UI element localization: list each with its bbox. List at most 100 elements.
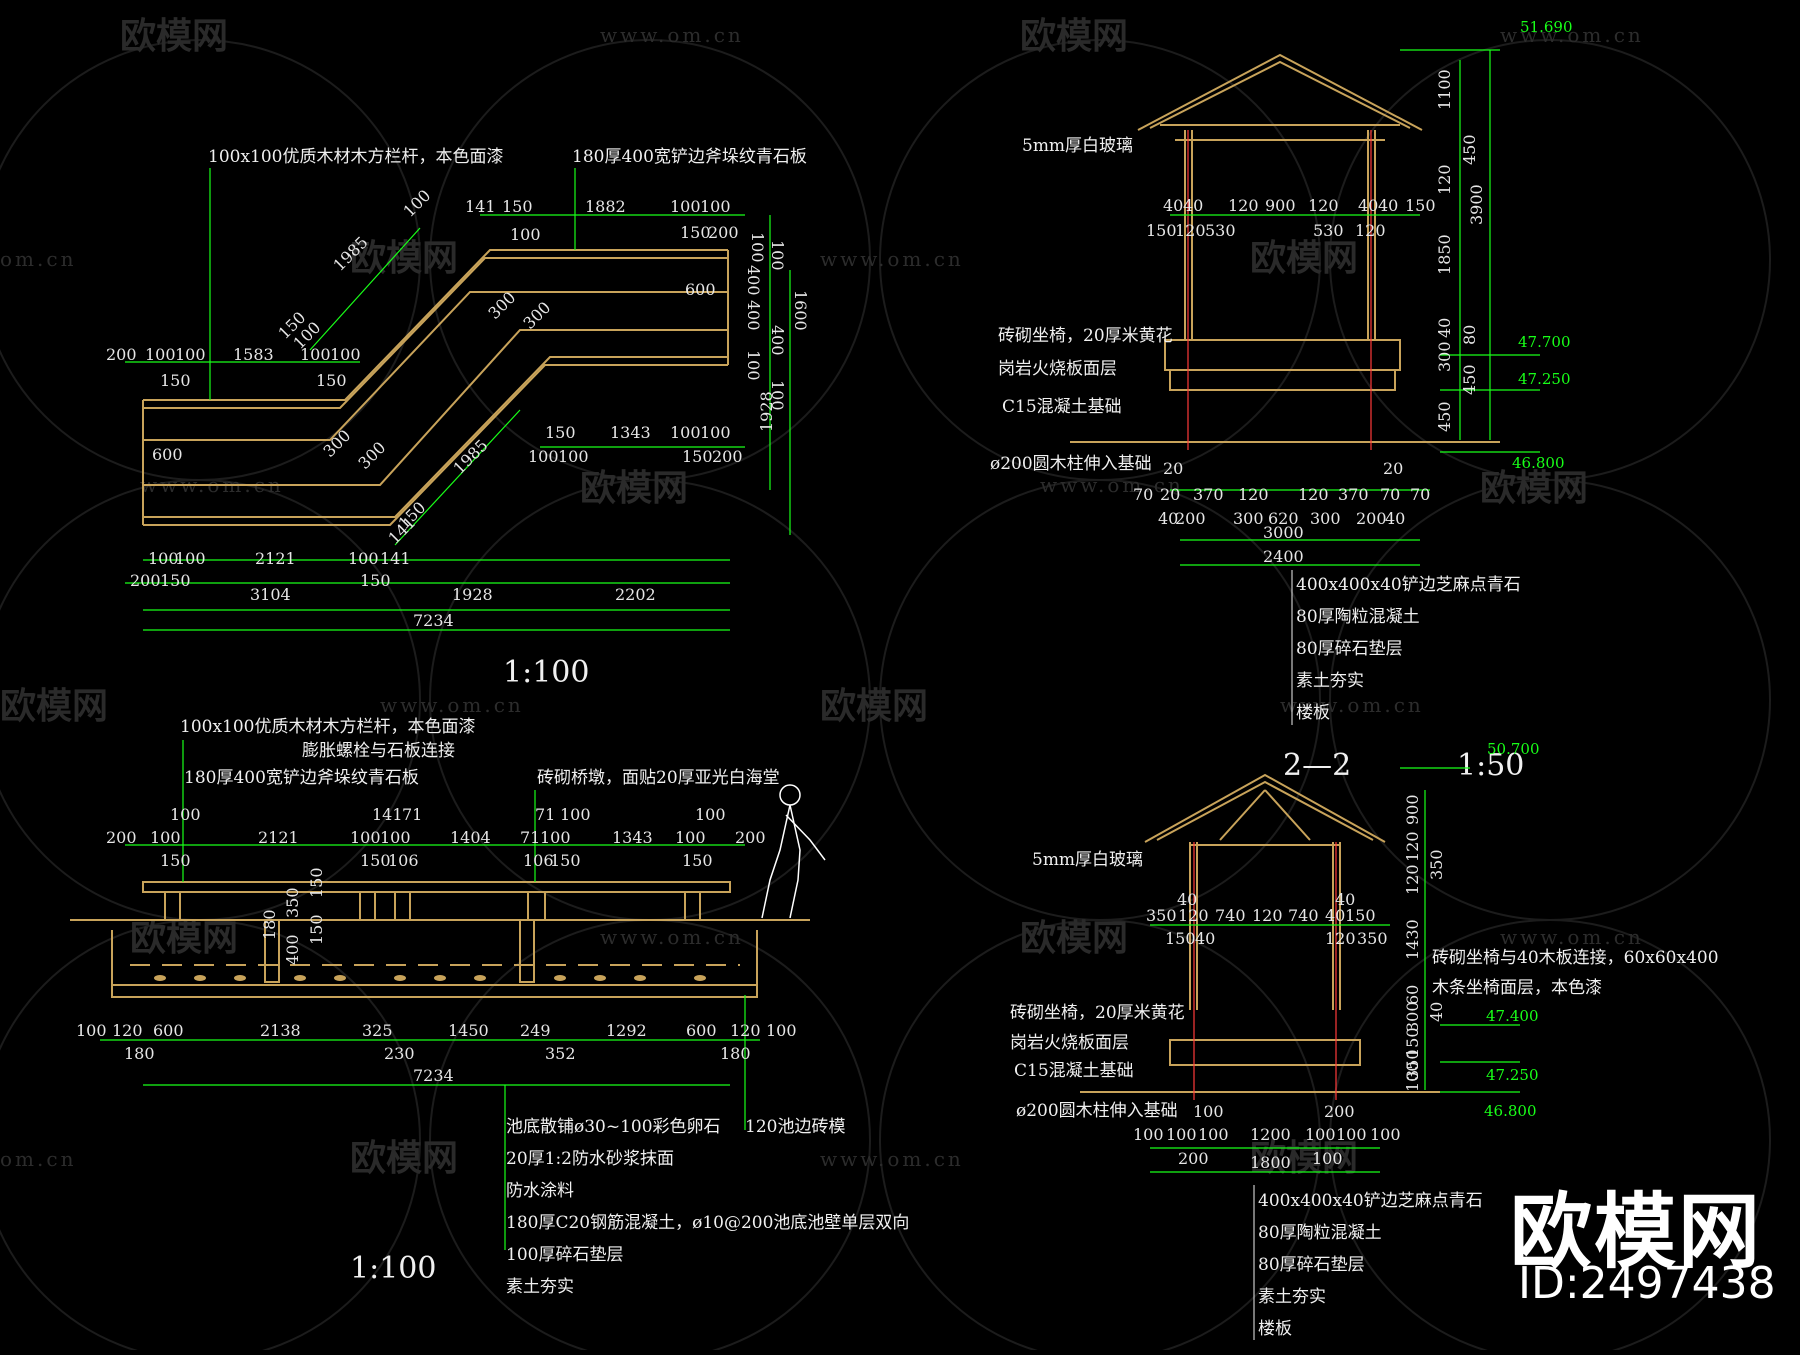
level-label: 46.800 [1484, 1102, 1537, 1120]
section2-columns [1193, 842, 1337, 1100]
dim-label: 40 [1335, 890, 1355, 909]
watermark-brand: 欧模网 [350, 1137, 458, 1179]
dim-label: 150 [1165, 929, 1196, 948]
section2-view: 2—2 1:50 50.700 5m [1010, 740, 1719, 1340]
dim-label: 300 [484, 288, 519, 323]
dim-label: 100 [170, 805, 201, 824]
s1-dims-vertical: 1100 450 120 3900 1850 80 300 40 450 450 [1435, 69, 1486, 432]
s2-dims-base: 100 200 100 100 100 1200 100 100 100 200… [1133, 1102, 1401, 1172]
dim-label: 120 [1355, 221, 1386, 240]
dim-label: 150 [1405, 196, 1436, 215]
dim-label: 150 [307, 914, 326, 945]
dim-label: 100 [1370, 1125, 1401, 1144]
dim-label: 40 [1195, 929, 1215, 948]
dim-label: 150 [682, 851, 713, 870]
s2-dims-roof: 350 120 740 120 740 40 150 40 40 150 40 … [1146, 890, 1388, 948]
elev-dims-vertical: 350 150 180 400 150 [260, 867, 326, 965]
plan-bridge-outline [142, 249, 729, 526]
dim-label: 370 [1193, 485, 1224, 504]
dim-label: 2121 [258, 828, 299, 847]
plan-label-railing: 100x100优质木材木方栏杆，本色面漆 [208, 147, 503, 167]
elevation-dim-lines [100, 740, 760, 1250]
dim-label: 150 [550, 851, 581, 870]
level-label: 47.700 [1518, 333, 1571, 351]
dim-label: 300 [1233, 509, 1264, 528]
dim-label: 40 [1163, 196, 1183, 215]
s1-base: C15混凝土基础 [1002, 397, 1122, 417]
dim-label: 100 [76, 1021, 107, 1040]
dim-label: 20 [1160, 485, 1180, 504]
dim-label: 370 [1338, 485, 1369, 504]
dim-label: 20 [1163, 459, 1183, 478]
s1-dims-base: 20 20 70 20 370 120 120 370 70 70 40 200… [1133, 459, 1430, 566]
dim-label: 120 [1175, 221, 1206, 240]
dim-label: 150 [682, 447, 713, 466]
dim-label: 300 [519, 298, 554, 333]
dim-label: 100 [380, 828, 411, 847]
dim-label: 120 [1403, 831, 1422, 862]
dim-label: 70 [1133, 485, 1153, 504]
dim-label: 1200 [1250, 1125, 1291, 1144]
dim-label: 1404 [450, 828, 491, 847]
dim-label: 200 [1178, 1149, 1209, 1168]
dim-label: 350 [1357, 929, 1388, 948]
dim-label: 40 [1385, 509, 1405, 528]
dim-label: 150 [502, 197, 533, 216]
dim-label: 100 [558, 447, 589, 466]
dim-label: 70 [1410, 485, 1430, 504]
watermark-url: www.om.cn [820, 247, 964, 271]
elev-dims-bottom: 100 120 600 2138 325 1450 249 1292 600 1… [76, 1021, 797, 1085]
dim-label: 325 [362, 1021, 393, 1040]
dim-label: 180 [260, 909, 279, 940]
layer-label: 80厚陶粒混凝土 [1296, 607, 1420, 627]
dim-label: 3104 [250, 585, 291, 604]
s2-seat1: 砖砌坐椅，20厚米黄花 [1010, 1003, 1185, 1023]
section1-dim-lines [1170, 49, 1540, 566]
dim-label: 150 [680, 223, 711, 242]
dim-label: 300 [1403, 1001, 1422, 1032]
plan-dims-right: 1882 100 100 150 200 600 150 1343 100 10… [528, 197, 743, 466]
dim-label: 249 [520, 1021, 551, 1040]
plan-dims-bottom: 100 100 2121 100 141 141 200 150 150 310… [130, 513, 656, 630]
dim-label: 20 [1383, 459, 1403, 478]
dim-label: 530 [1313, 221, 1344, 240]
dim-label: 100 [348, 549, 379, 568]
section1-columns [1187, 130, 1372, 450]
dim-label: 100 [695, 805, 726, 824]
dim-total: 7234 [413, 1066, 454, 1085]
dim-label: 450 [1460, 364, 1479, 395]
dim-label: 71 [402, 805, 422, 824]
dim-total: 7234 [413, 611, 454, 630]
dim-label: 150 [160, 851, 191, 870]
dim-label: 150 [316, 371, 347, 390]
dim-label: 150 [360, 571, 391, 590]
dim-label: 100 [1133, 1125, 1164, 1144]
dim-label: 450 [1435, 401, 1454, 432]
dim-label: 100 [300, 345, 331, 364]
dim-label: 1928 [452, 585, 493, 604]
dim-label: 200 [130, 571, 161, 590]
dim-label: 120 [730, 1021, 761, 1040]
watermark-url: www.om.cn [820, 1147, 964, 1171]
dim-label: 150 [360, 851, 391, 870]
dim-label: 350 [1427, 849, 1446, 880]
elev-dims-top: 100 200 100 2121 141 71 100 100 1404 71 … [106, 805, 766, 870]
pebbles [154, 975, 706, 981]
layer-label: 素土夯实 [1296, 671, 1364, 691]
dim-label: 100 [1166, 1125, 1197, 1144]
watermark-url: www.om.cn [1280, 693, 1424, 717]
watermark-url: www.om.cn [1500, 23, 1644, 47]
s1-layers: 400x400x40铲边芝麻点青石 80厚陶粒混凝土 80厚碎石垫层 素土夯实 … [1291, 570, 1521, 725]
dim-label: 180 [720, 1044, 751, 1063]
dim-label: 150 [545, 423, 576, 442]
dim-label: 141 [380, 549, 411, 568]
dim-label: 600 [685, 280, 716, 299]
dim-label: 200 [708, 223, 739, 242]
dim-label: 180 [124, 1044, 155, 1063]
dim-label: 100 [1198, 1125, 1229, 1144]
dim-label: 350 [1403, 1049, 1422, 1080]
dim-label: 200 [106, 345, 137, 364]
dim-label: 300 [1310, 509, 1341, 528]
dim-label: 71 [535, 805, 555, 824]
dim-label: 1430 [1403, 919, 1422, 960]
